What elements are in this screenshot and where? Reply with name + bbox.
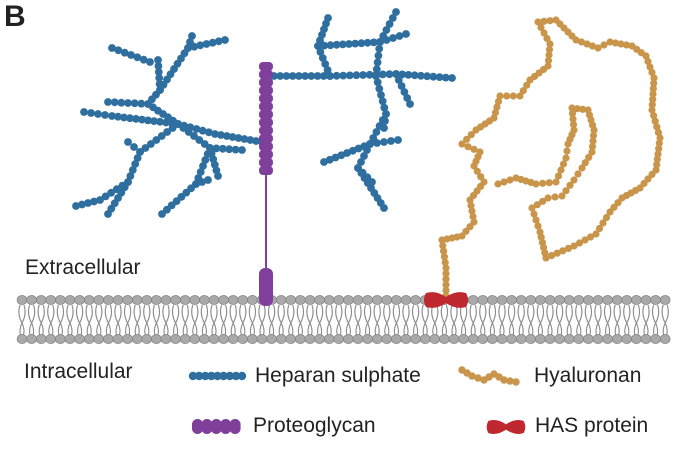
heparan-chain-2 xyxy=(104,98,182,128)
proteoglycan-segment xyxy=(259,118,273,127)
has-protein-body xyxy=(424,292,468,308)
heparan-chain-12 xyxy=(158,144,214,218)
proteoglycan-segment xyxy=(259,142,273,151)
panel-letter: B xyxy=(4,0,26,33)
heparan-chain-9 xyxy=(72,120,182,210)
proteoglycan-segment xyxy=(259,102,273,111)
heparan-chain-11 xyxy=(124,138,144,156)
heparan-chain-14 xyxy=(270,70,456,82)
legend-heparan-sulphate-label: Heparan sulphate xyxy=(255,364,421,387)
hyaluronan-chain xyxy=(438,16,664,300)
hyaluronan-polymer xyxy=(438,16,664,300)
proteoglycan-segment xyxy=(259,110,273,119)
proteoglycan-segment xyxy=(259,62,273,71)
has-protein xyxy=(424,292,468,308)
proteoglycan-segment xyxy=(259,134,273,143)
heparan-chain-23 xyxy=(354,164,376,186)
heparan-chain-10 xyxy=(104,178,132,218)
proteoglycan-segment xyxy=(259,126,273,135)
legend-heparan-sulphate-icon xyxy=(188,371,247,381)
cell-membrane xyxy=(16,295,671,344)
heparan-chain-5 xyxy=(184,36,229,52)
heparan-chain-19 xyxy=(392,70,414,108)
intracellular-label: Intracellular xyxy=(24,360,133,383)
heparan-chain-13 xyxy=(192,176,212,188)
heparan-chain-6 xyxy=(108,44,154,66)
heparan-chain-16 xyxy=(314,8,400,50)
proteoglycan-segment xyxy=(259,158,273,167)
proteoglycan xyxy=(259,62,273,306)
extracellular-label: Extracellular xyxy=(25,256,141,279)
proteoglycan-anchor xyxy=(259,268,273,306)
heparan-chain-21 xyxy=(320,110,390,166)
proteoglycan-segment xyxy=(259,86,273,95)
heparan-sulphate-chains xyxy=(72,8,456,218)
proteoglycan-segment xyxy=(259,78,273,87)
proteoglycan-segment xyxy=(259,94,273,103)
legend-has-protein-icon xyxy=(486,420,526,434)
legend-proteoglycan-label: Proteoglycan xyxy=(253,414,376,437)
legend-has-protein-label: HAS protein xyxy=(535,414,649,437)
proteoglycan-segment xyxy=(259,166,273,175)
proteoglycan-segment xyxy=(259,70,273,79)
legend-proteoglycan-icon xyxy=(192,419,241,434)
legend-icons xyxy=(188,366,526,434)
legend-hyaluronan-icon xyxy=(458,366,520,386)
heparan-chain-4 xyxy=(156,32,196,94)
proteoglycan-segment xyxy=(259,150,273,159)
heparan-chain-24 xyxy=(366,136,402,148)
legend-hyaluronan-label: Hyaluronan xyxy=(534,364,642,387)
